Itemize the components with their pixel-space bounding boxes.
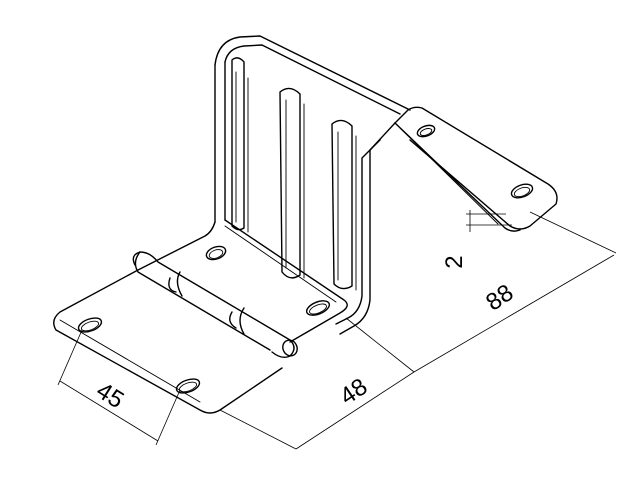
leaf-hole-left [77, 317, 103, 333]
dimension-88: 88 [413, 211, 617, 373]
stiffening-rib-1 [231, 57, 249, 233]
dimension-2: 2 [441, 210, 512, 269]
dimension-label-88: 88 [481, 279, 518, 316]
dimension-label-45: 45 [91, 377, 128, 414]
top-ridge [214, 35, 411, 223]
stiffening-rib-2 [279, 87, 305, 279]
vertical-web [335, 122, 396, 335]
upper-mounting-flange [394, 106, 558, 232]
base-hole-front [305, 300, 331, 316]
dimension-label-48: 48 [335, 373, 372, 410]
dimension-label-2: 2 [441, 255, 468, 268]
upper-flange-hole-2 [510, 183, 534, 199]
upper-flange-hole-1 [416, 124, 436, 138]
hinge-leaf [53, 269, 283, 414]
stiffening-rib-3 [331, 119, 357, 291]
lower-base-plate [137, 219, 348, 343]
dimension-45: 45 [57, 329, 181, 446]
hinge-knuckles [132, 251, 298, 359]
base-hole-rear [205, 245, 227, 261]
